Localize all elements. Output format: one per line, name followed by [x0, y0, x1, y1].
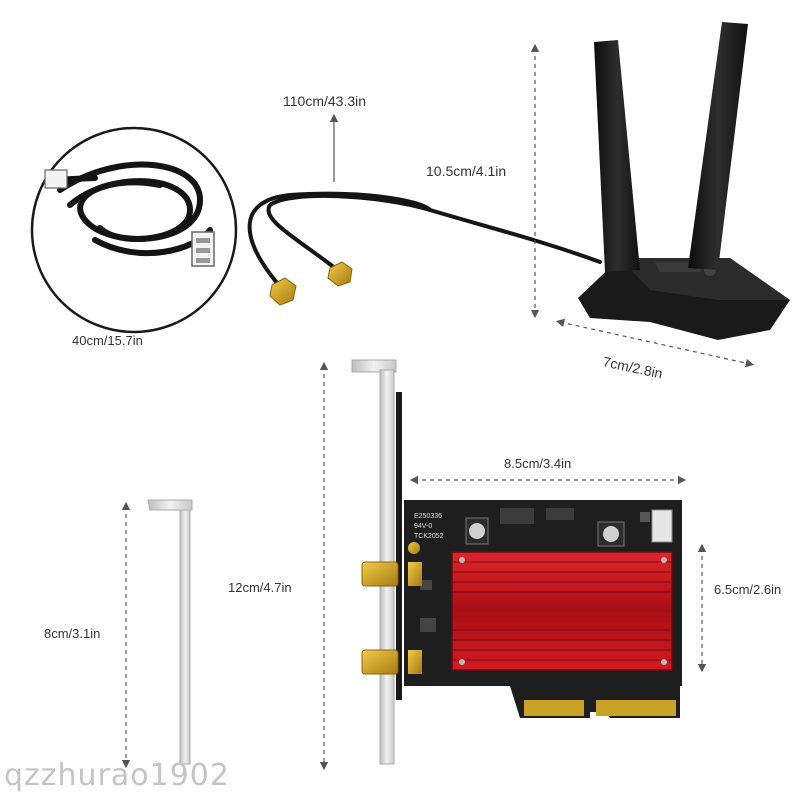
cable-length-label: 110cm/43.3in — [283, 93, 366, 109]
sma-connector-left — [269, 277, 297, 306]
antenna-left — [594, 40, 640, 272]
pcb-components — [420, 508, 673, 632]
pcie-gold-contacts — [524, 700, 676, 716]
marking-line-2: 94V-0 — [414, 523, 432, 530]
base-width-label: 7cm/2.8in — [601, 353, 664, 381]
pigtail-length-label: 40cm/15.7in — [72, 333, 143, 348]
pigtail-cable-inset — [30, 126, 238, 334]
seller-watermark: qzzhurao1902 — [4, 758, 230, 793]
marking-line-1: E250336 — [414, 513, 442, 520]
antenna-cable — [247, 191, 602, 292]
antenna-right — [688, 22, 748, 270]
antenna-height-label: 10.5cm/4.1in — [426, 163, 506, 179]
pigtail-header-connector — [44, 169, 215, 267]
sma-port-bottom — [361, 649, 422, 675]
sma-port-top — [361, 542, 422, 587]
full-bracket-height-label: 12cm/4.7in — [228, 580, 292, 595]
marking-line-3: TCK2052 — [414, 533, 444, 540]
sma-connector-right — [327, 261, 353, 287]
card-width-label: 8.5cm/3.4in — [504, 456, 571, 471]
red-heatsink — [451, 551, 673, 671]
low-profile-bracket — [147, 499, 193, 765]
base-width-arrow — [555, 318, 755, 368]
card-markings: E250336 94V-0 TCK2052 — [414, 513, 444, 540]
low-bracket-height-label: 8cm/3.1in — [44, 626, 100, 641]
pcie-card: E250336 94V-0 TCK2052 — [361, 500, 682, 718]
card-height-label: 6.5cm/2.6in — [714, 582, 781, 597]
